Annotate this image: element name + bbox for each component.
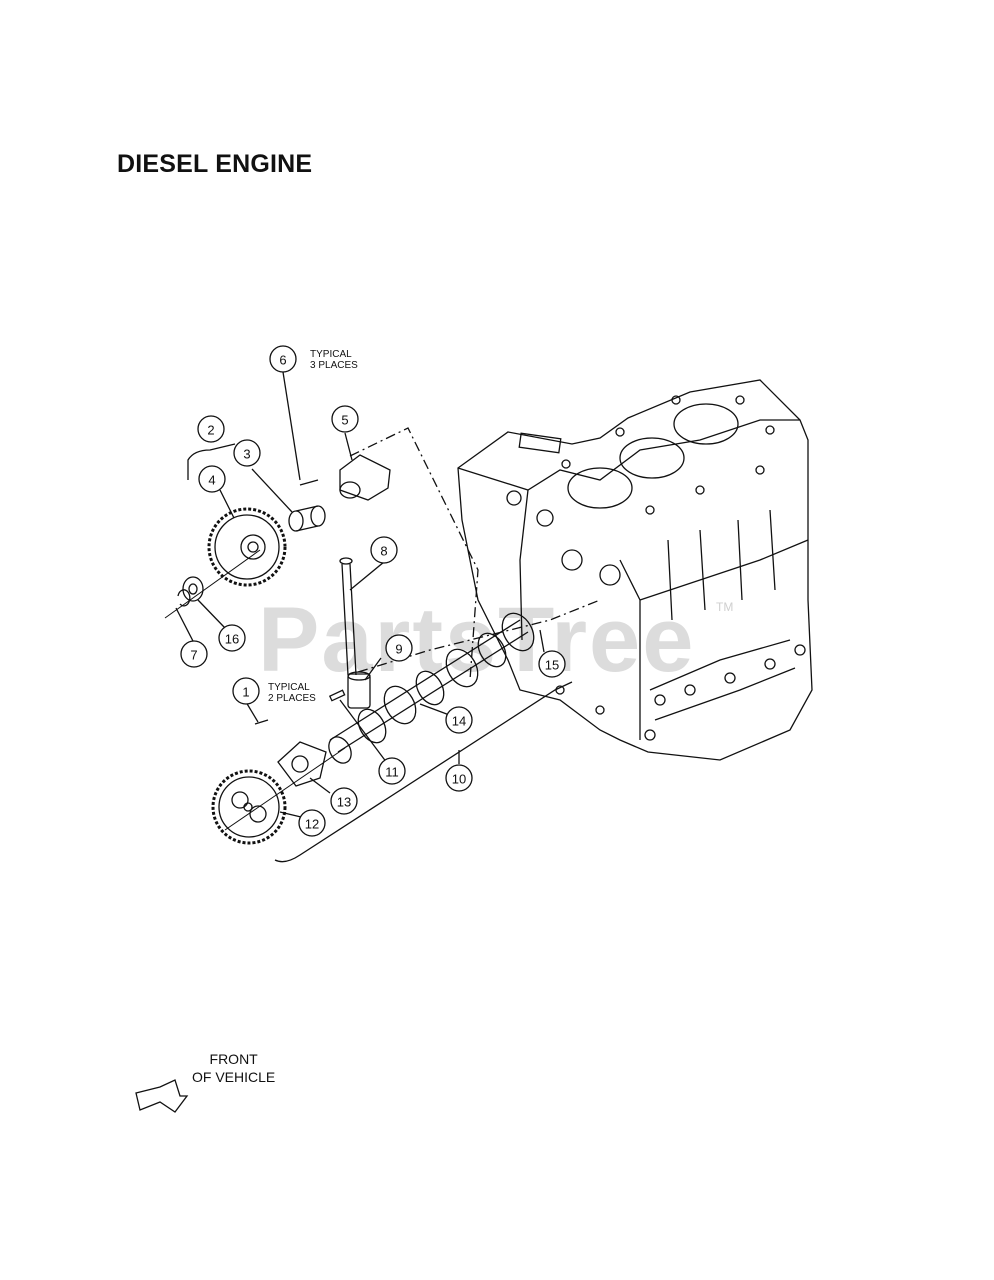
callout-9: 9	[385, 634, 413, 662]
callout-circle	[385, 634, 413, 662]
note-line: 2 PLACES	[268, 693, 316, 704]
callout-15: 15	[538, 650, 566, 678]
bushing	[288, 505, 326, 532]
callout-7: 7	[180, 640, 208, 668]
callout-number: 10	[452, 772, 466, 787]
callout-1: 1	[232, 677, 260, 705]
callout-circle	[370, 536, 398, 564]
snap-ring	[177, 589, 191, 607]
callout-circle	[233, 439, 261, 467]
callout-number: 7	[190, 648, 197, 663]
callout-circle	[232, 677, 260, 705]
callout-number: 9	[395, 642, 402, 657]
callout-10: 10	[445, 764, 473, 792]
bolt-small	[254, 719, 269, 725]
callout-number: 13	[337, 795, 351, 810]
callout-circle	[198, 465, 226, 493]
callout-5: 5	[331, 405, 359, 433]
callout-number: 6	[279, 353, 286, 368]
callout-circle	[331, 405, 359, 433]
front-label-line: FRONT	[209, 1051, 258, 1067]
page-title: DIESEL ENGINE	[117, 150, 313, 178]
callout-16: 16	[218, 624, 246, 652]
callout-number: 15	[545, 658, 559, 673]
engine-block	[457, 379, 813, 761]
callout-circle	[218, 624, 246, 652]
callout-number: 3	[243, 447, 250, 462]
push-rod	[339, 557, 357, 676]
callout-11: 11	[378, 757, 406, 785]
callout-3: 3	[233, 439, 261, 467]
note-line: TYPICAL	[310, 349, 352, 360]
note-line: 3 PLACES	[310, 360, 358, 371]
callout-number: 16	[225, 632, 239, 647]
callout-circle	[298, 809, 326, 837]
front-label-line: OF VEHICLE	[192, 1069, 276, 1085]
callout-number: 4	[208, 473, 215, 488]
typical-2-places-note: TYPICAL 2 PLACES	[268, 682, 316, 704]
typical-3-places-note: TYPICAL 3 PLACES	[310, 349, 358, 371]
callout-14: 14	[445, 706, 473, 734]
callout-circle	[378, 757, 406, 785]
front-of-vehicle-label: FRONT OF VEHICLE	[192, 1050, 275, 1086]
bracket	[339, 454, 391, 501]
lower-gear	[211, 769, 287, 845]
callout-circle	[180, 640, 208, 668]
callout-circle	[538, 650, 566, 678]
watermark: PartsTree	[258, 589, 696, 691]
callout-circle	[445, 706, 473, 734]
key	[328, 689, 346, 702]
callout-12: 12	[298, 809, 326, 837]
callout-circle	[445, 764, 473, 792]
callout-number: 14	[452, 714, 466, 729]
bolt	[299, 479, 319, 486]
callout-number: 11	[385, 765, 399, 780]
callout-4: 4	[198, 465, 226, 493]
callout-circle	[330, 787, 358, 815]
callout-number: 2	[207, 423, 214, 438]
note-line: TYPICAL	[268, 682, 310, 693]
callout-number: 12	[305, 817, 319, 832]
retainer-plate	[277, 741, 327, 787]
callout-2: 2	[197, 415, 225, 443]
callout-circle	[269, 345, 297, 373]
callout-number: 1	[242, 685, 249, 700]
camshaft	[328, 612, 535, 764]
callout-13: 13	[330, 787, 358, 815]
callout-number: 5	[341, 413, 348, 428]
watermark-tm: TM	[716, 600, 734, 614]
callout-6: 6	[269, 345, 297, 373]
upper-gear	[207, 507, 287, 587]
front-arrow-icon	[135, 1079, 189, 1113]
callout-8: 8	[370, 536, 398, 564]
callout-circle	[197, 415, 225, 443]
thrust-washer	[182, 576, 204, 602]
callout-number: 8	[380, 544, 387, 559]
